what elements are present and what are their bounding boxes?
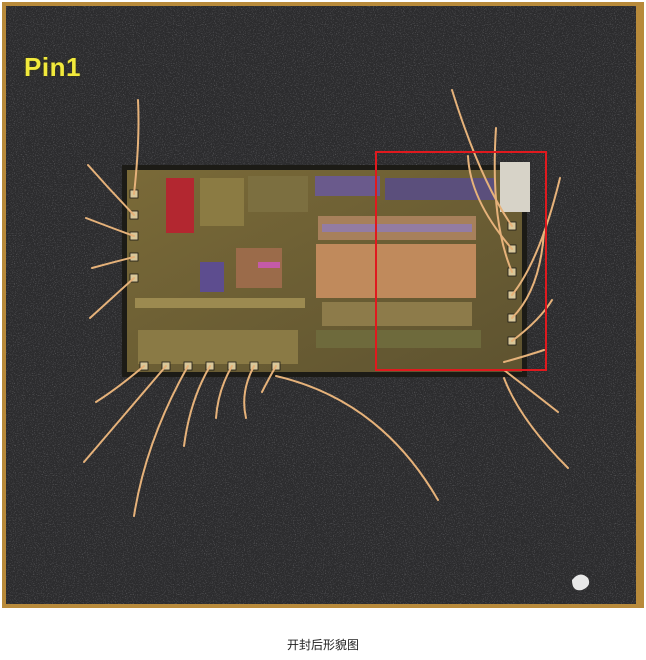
decapsulated-chip-photo <box>2 2 644 608</box>
silicon-die <box>122 162 530 377</box>
highlight-box <box>375 151 547 371</box>
pin1-label: Pin1 <box>24 52 81 82</box>
bond-wires <box>83 89 569 517</box>
figure-caption: 开封后形貌图 <box>286 638 359 652</box>
